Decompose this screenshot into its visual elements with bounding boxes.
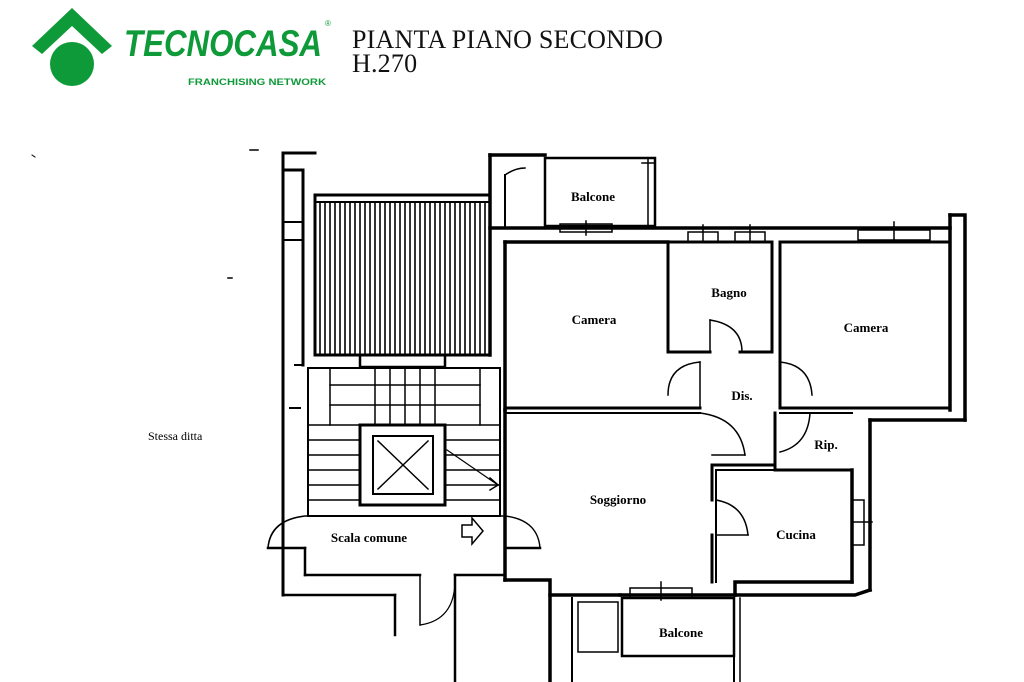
elevator-shaft-icon bbox=[358, 423, 447, 507]
room-label-balcone-bottom: Balcone bbox=[659, 625, 703, 640]
brand-name: TECNOCASA bbox=[124, 23, 322, 64]
header: TECNOCASA ® FRANCHISING NETWORK PIANTA P… bbox=[0, 0, 1024, 100]
plan-title-floor: PIANTA PIANO SECONDO bbox=[352, 25, 664, 54]
balcony-bottom bbox=[577, 596, 741, 682]
label-stessa-ditta: Stessa ditta bbox=[148, 429, 203, 443]
tecnocasa-logo: TECNOCASA ® FRANCHISING NETWORK bbox=[32, 8, 331, 88]
entrance-arrow-icon bbox=[461, 515, 484, 547]
room-label-disimpegno: Dis. bbox=[731, 388, 752, 403]
stair-landing bbox=[266, 515, 542, 682]
registered-mark: ® bbox=[325, 19, 331, 28]
plan-title-height: H.270 bbox=[352, 49, 418, 78]
room-label-ripostiglio: Rip. bbox=[814, 437, 837, 452]
room-label-bagno: Bagno bbox=[711, 285, 746, 300]
balcony-top bbox=[503, 156, 657, 229]
floor-plan: Balcone Camera Bagno Camera Dis. Rip. So… bbox=[31, 149, 967, 682]
room-label-camera-left: Camera bbox=[572, 312, 617, 327]
staircase-icon bbox=[313, 193, 492, 369]
left-wall bbox=[281, 151, 317, 597]
room-label-camera-right: Camera bbox=[844, 320, 889, 335]
door-swings bbox=[667, 319, 813, 536]
room-label-cucina: Cucina bbox=[776, 527, 816, 542]
room-label-balcone-top: Balcone bbox=[571, 189, 615, 204]
room-label-soggiorno: Soggiorno bbox=[590, 492, 646, 507]
plan-title: PIANTA PIANO SECONDO H.270 bbox=[352, 25, 664, 78]
brand-tagline: FRANCHISING NETWORK bbox=[188, 77, 326, 88]
room-label-scala-comune: Scala comune bbox=[331, 530, 407, 545]
house-roof-logo-icon bbox=[32, 8, 112, 86]
windows bbox=[559, 220, 931, 601]
